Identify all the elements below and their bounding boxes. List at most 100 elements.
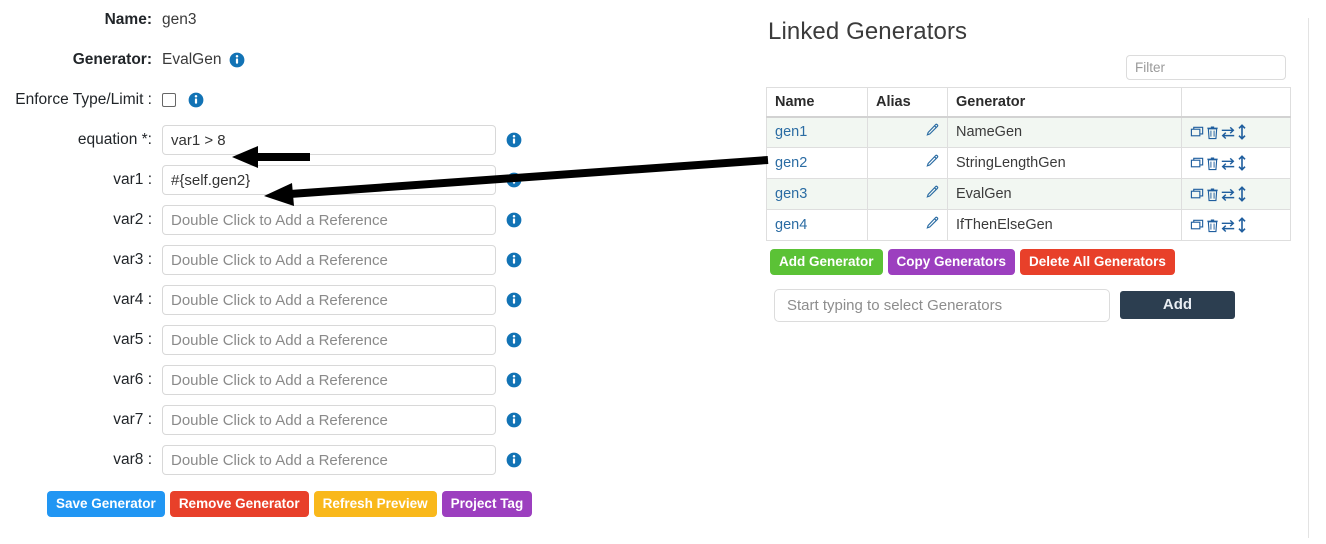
column-header-name: Name — [766, 87, 868, 118]
info-icon[interactable] — [229, 52, 245, 68]
label-var6: var6 : — [113, 371, 152, 388]
swap-icon[interactable] — [1220, 125, 1236, 140]
table-action-buttons: Add Generator Copy Generators Delete All… — [766, 249, 1296, 275]
generator-type-text: EvalGen — [162, 51, 222, 68]
row-action-icons — [1190, 124, 1282, 141]
var3-input[interactable] — [162, 245, 496, 275]
row-action-icons — [1190, 155, 1282, 171]
var4-input[interactable] — [162, 285, 496, 315]
generator-link[interactable]: gen3 — [775, 186, 808, 202]
form-row-var8: var8 : — [0, 440, 545, 480]
info-icon[interactable] — [506, 292, 522, 308]
swap-icon[interactable] — [1220, 187, 1236, 202]
trash-icon[interactable] — [1206, 218, 1219, 233]
info-icon[interactable] — [506, 332, 522, 348]
cell-alias — [867, 116, 948, 148]
form-row-var6: var6 : — [0, 360, 545, 400]
swap-icon[interactable] — [1220, 218, 1236, 233]
label-name: Name: — [104, 11, 152, 28]
form-action-buttons: Save Generator Remove Generator Refresh … — [0, 491, 545, 517]
pencil-icon[interactable] — [925, 216, 939, 234]
swap-icon[interactable] — [1220, 156, 1236, 171]
duplicate-icon[interactable] — [1190, 125, 1205, 140]
var1-input[interactable] — [162, 165, 496, 195]
generator-link[interactable]: gen2 — [775, 155, 808, 171]
form-row-name: Name: gen3 — [0, 0, 545, 40]
delete-all-generators-button[interactable]: Delete All Generators — [1020, 249, 1175, 275]
column-header-alias: Alias — [867, 87, 948, 118]
info-icon[interactable] — [506, 212, 522, 228]
form-row-var2: var2 : — [0, 200, 545, 240]
form-row-enforce-type-limit: Enforce Type/Limit : — [0, 80, 545, 120]
move-vertical-icon[interactable] — [1237, 217, 1247, 233]
add-button[interactable]: Add — [1120, 291, 1235, 320]
form-row-equation: equation *: — [0, 120, 545, 160]
remove-generator-button[interactable]: Remove Generator — [169, 491, 309, 517]
pencil-icon[interactable] — [925, 185, 939, 203]
column-divider — [1308, 18, 1309, 538]
generator-link[interactable]: gen1 — [775, 124, 808, 141]
var5-input[interactable] — [162, 325, 496, 355]
info-icon[interactable] — [506, 252, 522, 268]
generator-link[interactable]: gen4 — [775, 217, 808, 233]
add-generator-button[interactable]: Add Generator — [770, 249, 883, 275]
move-vertical-icon[interactable] — [1237, 124, 1247, 141]
label-var4: var4 : — [113, 291, 152, 308]
cell-name: gen1 — [766, 116, 868, 148]
info-icon[interactable] — [188, 92, 204, 108]
duplicate-icon[interactable] — [1190, 218, 1205, 233]
copy-generators-button[interactable]: Copy Generators — [887, 249, 1016, 275]
save-generator-button[interactable]: Save Generator — [47, 491, 165, 517]
label-generator: Generator: — [72, 51, 152, 68]
generator-select-input[interactable] — [774, 288, 1110, 322]
duplicate-icon[interactable] — [1190, 156, 1205, 171]
info-icon[interactable] — [506, 452, 522, 468]
add-generator-row: Add — [766, 288, 1296, 322]
label-var1: var1 : — [113, 171, 152, 188]
var7-input[interactable] — [162, 405, 496, 435]
info-icon[interactable] — [506, 172, 522, 188]
page-title: Linked Generators — [768, 18, 968, 45]
var2-input[interactable] — [162, 205, 496, 235]
cell-generator: IfThenElseGen — [947, 209, 1182, 241]
value-name: gen3 — [162, 11, 197, 28]
table-row: gen3 EvalGen — [766, 178, 1291, 210]
var8-input[interactable] — [162, 445, 496, 475]
cell-name: gen2 — [766, 147, 868, 179]
label-var2: var2 : — [113, 211, 152, 228]
linked-generators-table: Name Alias Generator gen1 Name — [766, 87, 1291, 241]
move-vertical-icon[interactable] — [1237, 186, 1247, 202]
trash-icon[interactable] — [1206, 156, 1219, 171]
generator-form: Name: gen3 Generator: EvalGen Enforce Ty… — [0, 0, 545, 517]
cell-alias — [867, 147, 948, 179]
table-row: gen1 NameGen — [766, 116, 1291, 148]
row-action-icons — [1190, 186, 1282, 202]
info-icon[interactable] — [506, 132, 522, 148]
trash-icon[interactable] — [1206, 187, 1219, 202]
project-tag-button[interactable]: Project Tag — [441, 491, 533, 517]
info-icon[interactable] — [506, 412, 522, 428]
form-row-var7: var7 : — [0, 400, 545, 440]
filter-input[interactable] — [1126, 55, 1286, 80]
form-row-var5: var5 : — [0, 320, 545, 360]
trash-icon[interactable] — [1206, 125, 1219, 140]
move-vertical-icon[interactable] — [1237, 155, 1247, 171]
label-var7: var7 : — [113, 411, 152, 428]
var6-input[interactable] — [162, 365, 496, 395]
label-var8: var8 : — [113, 451, 152, 468]
equation-input[interactable] — [162, 125, 496, 155]
form-row-var1: var1 : — [0, 160, 545, 200]
enforce-type-limit-checkbox[interactable] — [162, 93, 176, 107]
cell-generator: StringLengthGen — [947, 147, 1182, 179]
pencil-icon[interactable] — [925, 124, 939, 141]
refresh-preview-button[interactable]: Refresh Preview — [313, 491, 437, 517]
pencil-icon[interactable] — [925, 154, 939, 172]
label-equation: equation *: — [77, 131, 152, 148]
column-header-actions — [1181, 87, 1291, 118]
duplicate-icon[interactable] — [1190, 187, 1205, 202]
table-row: gen4 IfThenElseGen — [766, 209, 1291, 241]
info-icon[interactable] — [506, 372, 522, 388]
value-enforce-type-limit — [162, 92, 204, 108]
form-row-var4: var4 : — [0, 280, 545, 320]
